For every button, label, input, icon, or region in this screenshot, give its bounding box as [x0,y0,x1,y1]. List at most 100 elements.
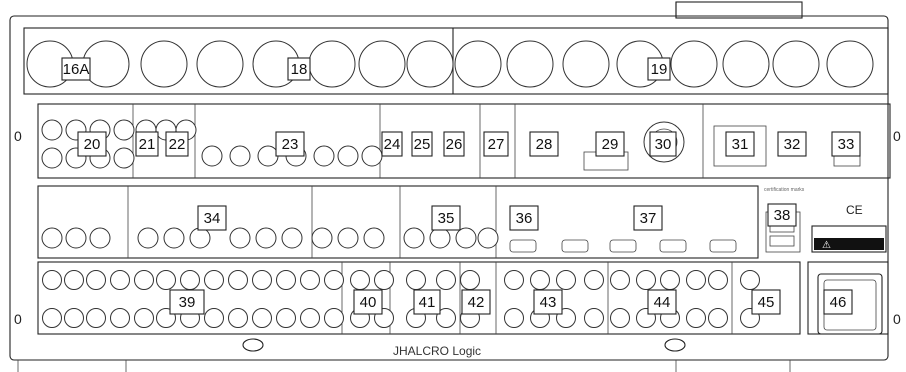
trs-jack [313,145,335,167]
callout-33: 33 [831,131,861,157]
callout-text: 31 [732,136,749,153]
trs-jack [41,119,63,141]
trs-jack [504,308,524,328]
callout-text: 43 [540,294,557,311]
xlr-jack [358,40,406,88]
hdmi-port [561,239,589,253]
callout-34: 34 [197,205,227,231]
trs-jack [42,308,62,328]
trs-jack [337,145,359,167]
callout-text: 25 [414,136,431,153]
row3-section [37,185,759,259]
callout-22: 22 [165,131,189,157]
trs-jack [64,308,84,328]
callout-text: 23 [282,136,299,153]
trs-jack [610,308,630,328]
hdmi-port [609,239,637,253]
callout-text: 21 [139,136,156,153]
callout-24: 24 [381,131,403,157]
trs-jack [361,145,383,167]
trs-jack [276,270,296,290]
trs-jack [41,147,63,169]
warning-label [811,225,887,253]
callout-38: 38 [767,203,797,227]
trs-jack [636,270,656,290]
xlr-jack [772,40,820,88]
callout-text: 20 [84,136,101,153]
callout-37: 37 [633,205,663,231]
callout-text: 18 [291,61,308,78]
callout-text: 26 [446,136,463,153]
callout-18: 18 [287,57,311,81]
trs-jack [337,227,359,249]
trs-jack [229,145,251,167]
trs-jack [708,270,728,290]
callout-28: 28 [529,131,559,157]
trs-jack [708,308,728,328]
callout-41: 41 [413,289,441,315]
trs-jack [686,308,706,328]
row2-section [37,103,891,179]
edge-mark-right-top: 0 [893,128,901,144]
trs-jack [134,308,154,328]
callout-36: 36 [509,205,539,231]
callout-46: 46 [823,289,853,315]
trs-jack [300,308,320,328]
trs-jack [311,227,333,249]
callout-42: 42 [461,289,491,315]
trs-jack [86,270,106,290]
trs-jack [42,270,62,290]
callout-text: 22 [169,136,186,153]
trs-jack [65,227,87,249]
trs-jack [610,270,630,290]
chassis-outline [9,15,889,361]
trs-jack [504,270,524,290]
callout-text: 32 [784,136,801,153]
trs-jack [300,270,320,290]
trs-jack [436,308,456,328]
trs-jack [660,270,680,290]
trs-jack [686,270,706,290]
trs-jack [252,270,272,290]
hdmi-port [659,239,687,253]
callout-19: 19 [647,57,671,81]
trs-jack [86,308,106,328]
xlr-jack [308,40,356,88]
trs-jack [455,227,477,249]
callout-text: 39 [179,294,196,311]
trs-jack [429,227,451,249]
trs-jack [201,145,223,167]
trs-jack [584,270,604,290]
callout-35: 35 [431,205,461,231]
row4-section [37,261,801,335]
xlr-jack [196,40,244,88]
trs-jack [363,227,385,249]
callout-27: 27 [483,131,509,157]
brand-label: JHALCRO Logic [393,344,481,358]
edge-mark-left-top: 0 [14,128,22,144]
callout-text: 35 [438,210,455,227]
callout-text: 19 [651,61,668,78]
callout-26: 26 [443,131,465,157]
trs-jack [406,270,426,290]
trs-jack [189,227,211,249]
callout-text: 30 [655,136,672,153]
trs-jack [204,308,224,328]
callout-text: 45 [758,294,775,311]
xlr-jack [140,40,188,88]
callout-text: 37 [640,210,657,227]
callout-text: 38 [774,207,791,224]
svg-text:certification marks: certification marks [764,187,805,193]
row3-jacks [41,227,737,253]
trs-jack [374,270,394,290]
top-xlr-section [23,27,889,95]
trs-jack [204,270,224,290]
trs-jack [113,119,135,141]
callout-text: 28 [536,136,553,153]
callout-21: 21 [135,131,159,157]
trs-jack [252,308,272,328]
callout-text: 42 [468,294,485,311]
callout-30: 30 [649,131,677,157]
edge-mark-right-bottom: 0 [893,311,901,327]
